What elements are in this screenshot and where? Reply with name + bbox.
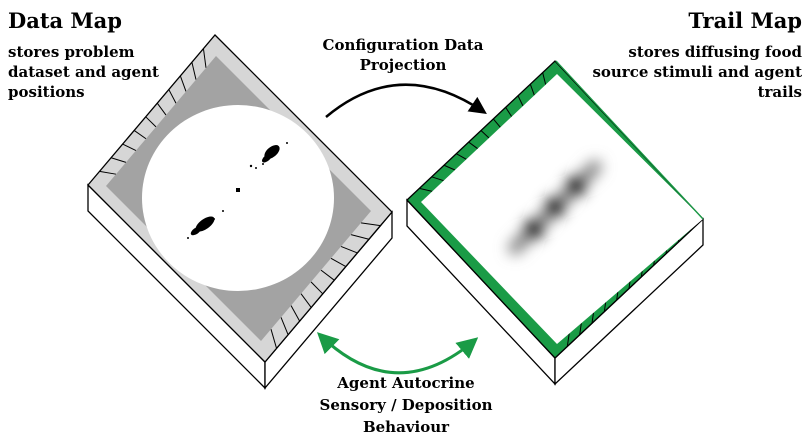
data-map-circle <box>142 105 334 291</box>
bottom-arrow-label-line-1: Agent Autocrine <box>336 374 474 392</box>
trail-map-desc-line-3: trails <box>758 83 802 101</box>
top-arrow-label-line-1: Configuration Data <box>323 36 484 54</box>
top-arrow <box>325 83 487 118</box>
trail-map-trails <box>508 160 602 255</box>
data-map-title: Data Map <box>8 8 122 33</box>
data-map-border-ticks <box>99 48 381 349</box>
bottom-arrow-label-line-2: Sensory / Deposition <box>320 396 493 414</box>
trail-map-border-ticks <box>419 72 692 347</box>
data-map-desc-line-3: positions <box>8 83 85 101</box>
trail-map <box>406 60 704 386</box>
trail-map-desc-line-1: stores diffusing food <box>628 43 802 61</box>
data-map-desc-line-2: dataset and agent <box>8 63 159 81</box>
data-map-desc-line-1: stores problem <box>8 43 135 61</box>
trail-map-title: Trail Map <box>688 8 802 33</box>
bottom-arrow <box>316 332 479 375</box>
top-arrow-label-line-2: Projection <box>360 56 447 74</box>
data-map <box>87 34 393 390</box>
bottom-arrow-label-line-3: Behaviour <box>363 418 450 436</box>
data-map-dataset-points <box>187 142 288 239</box>
trail-map-desc-line-2: source stimuli and agent <box>592 63 802 81</box>
